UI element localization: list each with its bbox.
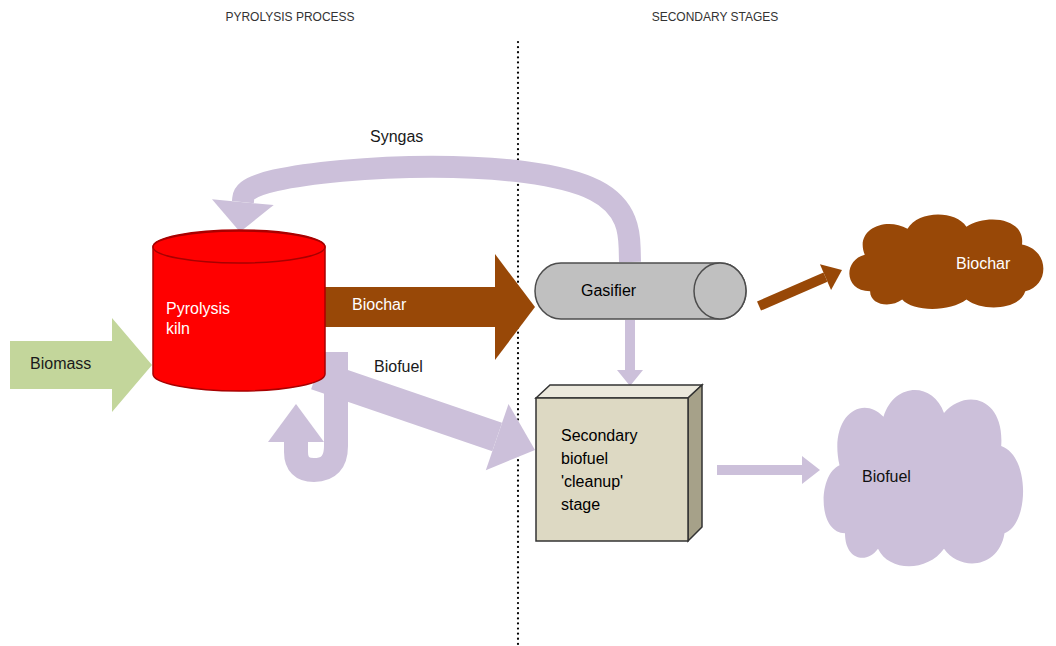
node-text-group: Biochar: [956, 254, 1010, 274]
flow-arrow: [324, 254, 535, 360]
shape-part: [536, 398, 688, 541]
shape-part: [849, 215, 1043, 309]
biomass-arrow: [10, 318, 152, 412]
section-heading: SECONDARY STAGES: [652, 10, 779, 24]
node-box3d: Secondary biofuel 'cleanup' stage: [535, 384, 703, 542]
node-text-group: Secondary biofuel 'cleanup' stage: [561, 424, 665, 517]
flow-arrow: [617, 320, 643, 386]
shape-part: [536, 385, 702, 398]
shape-part: [688, 385, 702, 541]
arrow-body: [759, 277, 825, 306]
flow-arrow: [316, 375, 535, 470]
node-label: Gasifier: [581, 281, 636, 301]
node-capsule: Gasifier: [535, 262, 747, 320]
node-cloud: Biochar: [838, 208, 1052, 312]
arrow-body: [625, 320, 635, 370]
shape-part: [153, 230, 325, 391]
shape-part: [153, 231, 325, 263]
flow-label: Biochar: [350, 296, 408, 314]
arrowhead: [617, 370, 643, 386]
node-shape: [535, 262, 747, 320]
arrow-body: [316, 375, 497, 437]
arrow-body: [324, 287, 495, 327]
section-heading: PYROLYSIS PROCESS: [225, 10, 354, 24]
node-text-group: Pyrolysis kiln: [166, 299, 246, 339]
node-shape: [535, 384, 703, 542]
node-cylV: Pyrolysis kiln: [152, 230, 326, 392]
shape-part: [824, 390, 1023, 566]
flow-label: Biofuel: [372, 358, 425, 376]
flow-arrow: [759, 264, 842, 306]
flow-arrow: [717, 456, 820, 484]
node-shape: [812, 378, 1032, 572]
divider-line: [517, 42, 519, 646]
node-label: Pyrolysis kiln: [166, 299, 246, 339]
arrowhead: [212, 199, 274, 232]
arrowhead: [495, 254, 535, 360]
arrowhead: [486, 404, 535, 470]
arrowhead: [802, 456, 820, 484]
input-label: Biomass: [30, 355, 91, 373]
arrow-body: [717, 465, 802, 475]
arrowhead: [820, 264, 842, 290]
node-shape: [838, 208, 1052, 312]
shape-part: [694, 263, 746, 319]
node-cloud: Biofuel: [812, 378, 1032, 572]
node-label: Secondary biofuel 'cleanup' stage: [561, 424, 665, 517]
node-text-group: Biofuel: [862, 467, 911, 487]
shape-part: [535, 263, 746, 319]
node-label: Biochar: [956, 254, 1010, 274]
node-label: Biofuel: [862, 467, 911, 487]
flow-label: Syngas: [368, 128, 425, 146]
recycle-arrowhead: [268, 404, 324, 442]
node-text-group: Gasifier: [581, 281, 636, 301]
